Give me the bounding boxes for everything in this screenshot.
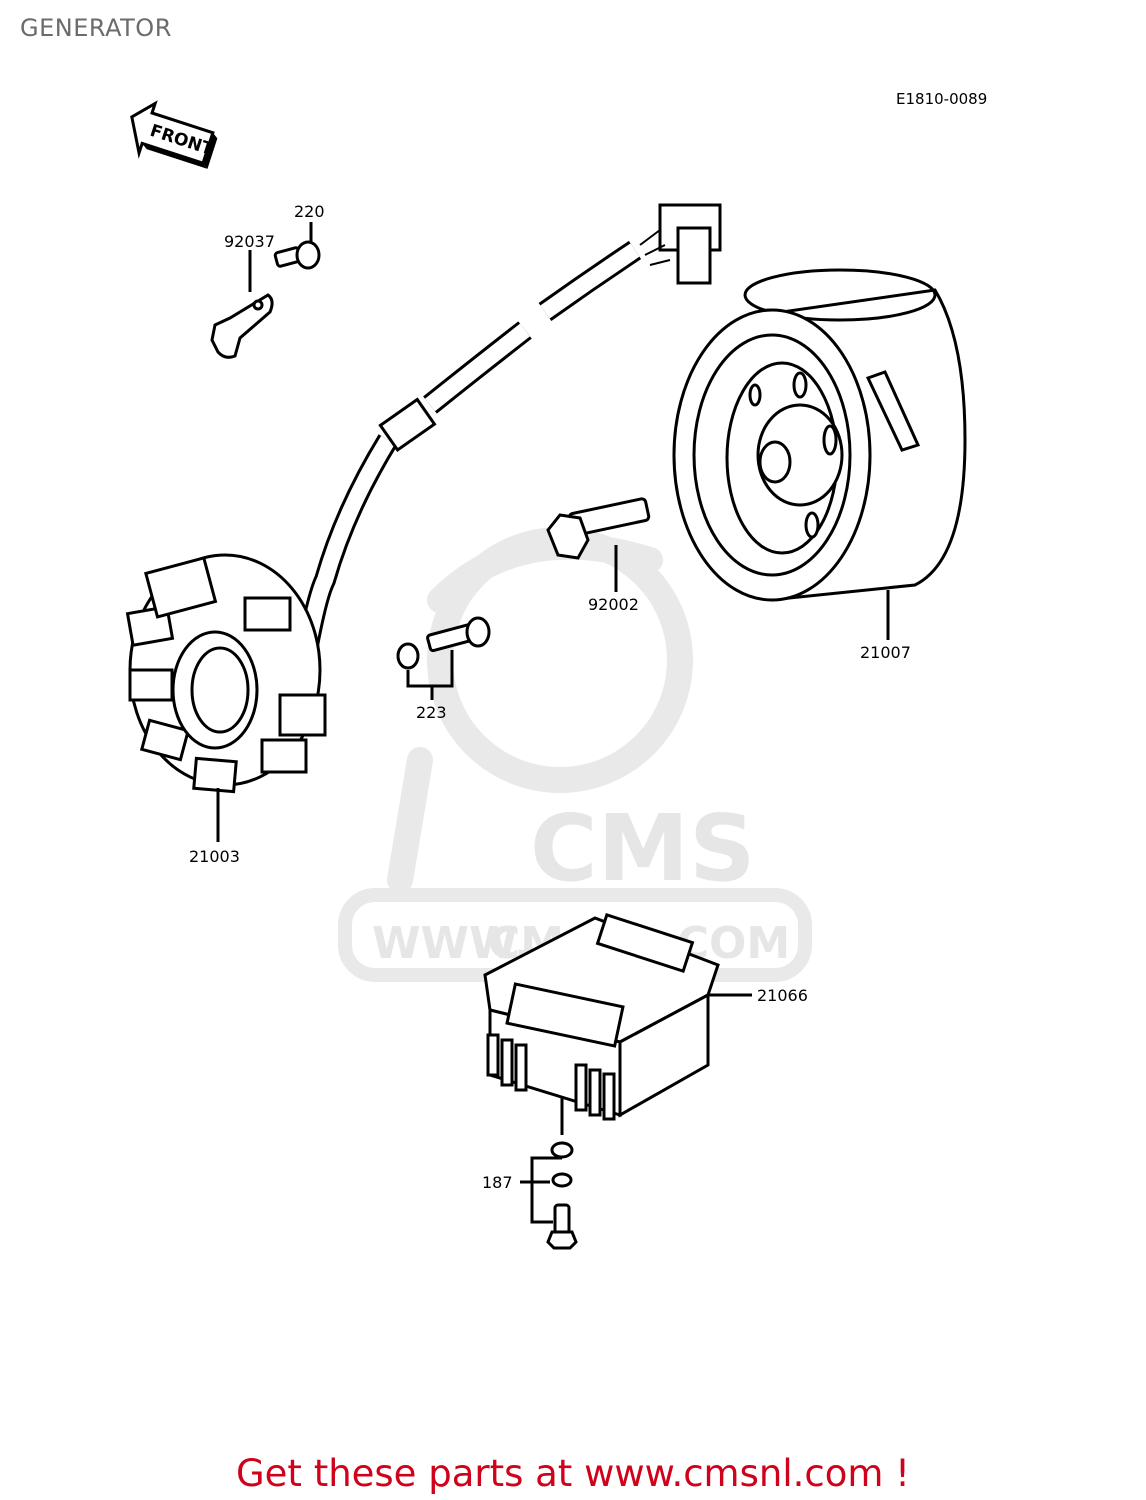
part-label-21066[interactable]: 21066 bbox=[757, 986, 808, 1005]
front-arrow: FRONT bbox=[130, 100, 218, 169]
watermark-brand: CMS bbox=[530, 795, 756, 902]
diagram-code: E1810-0089 bbox=[896, 90, 988, 108]
bolt-92002 bbox=[546, 497, 651, 592]
promo-link[interactable]: Get these parts at www.cmsnl.com ! bbox=[235, 1452, 910, 1495]
part-label-21003[interactable]: 21003 bbox=[189, 847, 240, 866]
stator-21003 bbox=[125, 553, 327, 842]
watermark-url-left: WWW. bbox=[372, 918, 531, 969]
page-title: GENERATOR bbox=[20, 14, 172, 42]
part-label-223[interactable]: 223 bbox=[416, 703, 447, 722]
watermark-mascot bbox=[338, 527, 812, 982]
part-label-92002[interactable]: 92002 bbox=[588, 595, 639, 614]
screw-223 bbox=[396, 616, 491, 700]
part-label-187[interactable]: 187 bbox=[482, 1173, 513, 1192]
clamp-92037 bbox=[210, 250, 274, 359]
part-label-21007[interactable]: 21007 bbox=[860, 643, 911, 662]
screw-220 bbox=[273, 222, 321, 270]
fasteners-187 bbox=[520, 1141, 578, 1250]
part-label-220[interactable]: 220 bbox=[294, 202, 325, 221]
regulator-rectifier-21066 bbox=[483, 912, 752, 1135]
flywheel-rotor-21007 bbox=[672, 268, 967, 640]
harness-connector bbox=[639, 203, 722, 285]
part-label-92037[interactable]: 92037 bbox=[224, 232, 275, 251]
